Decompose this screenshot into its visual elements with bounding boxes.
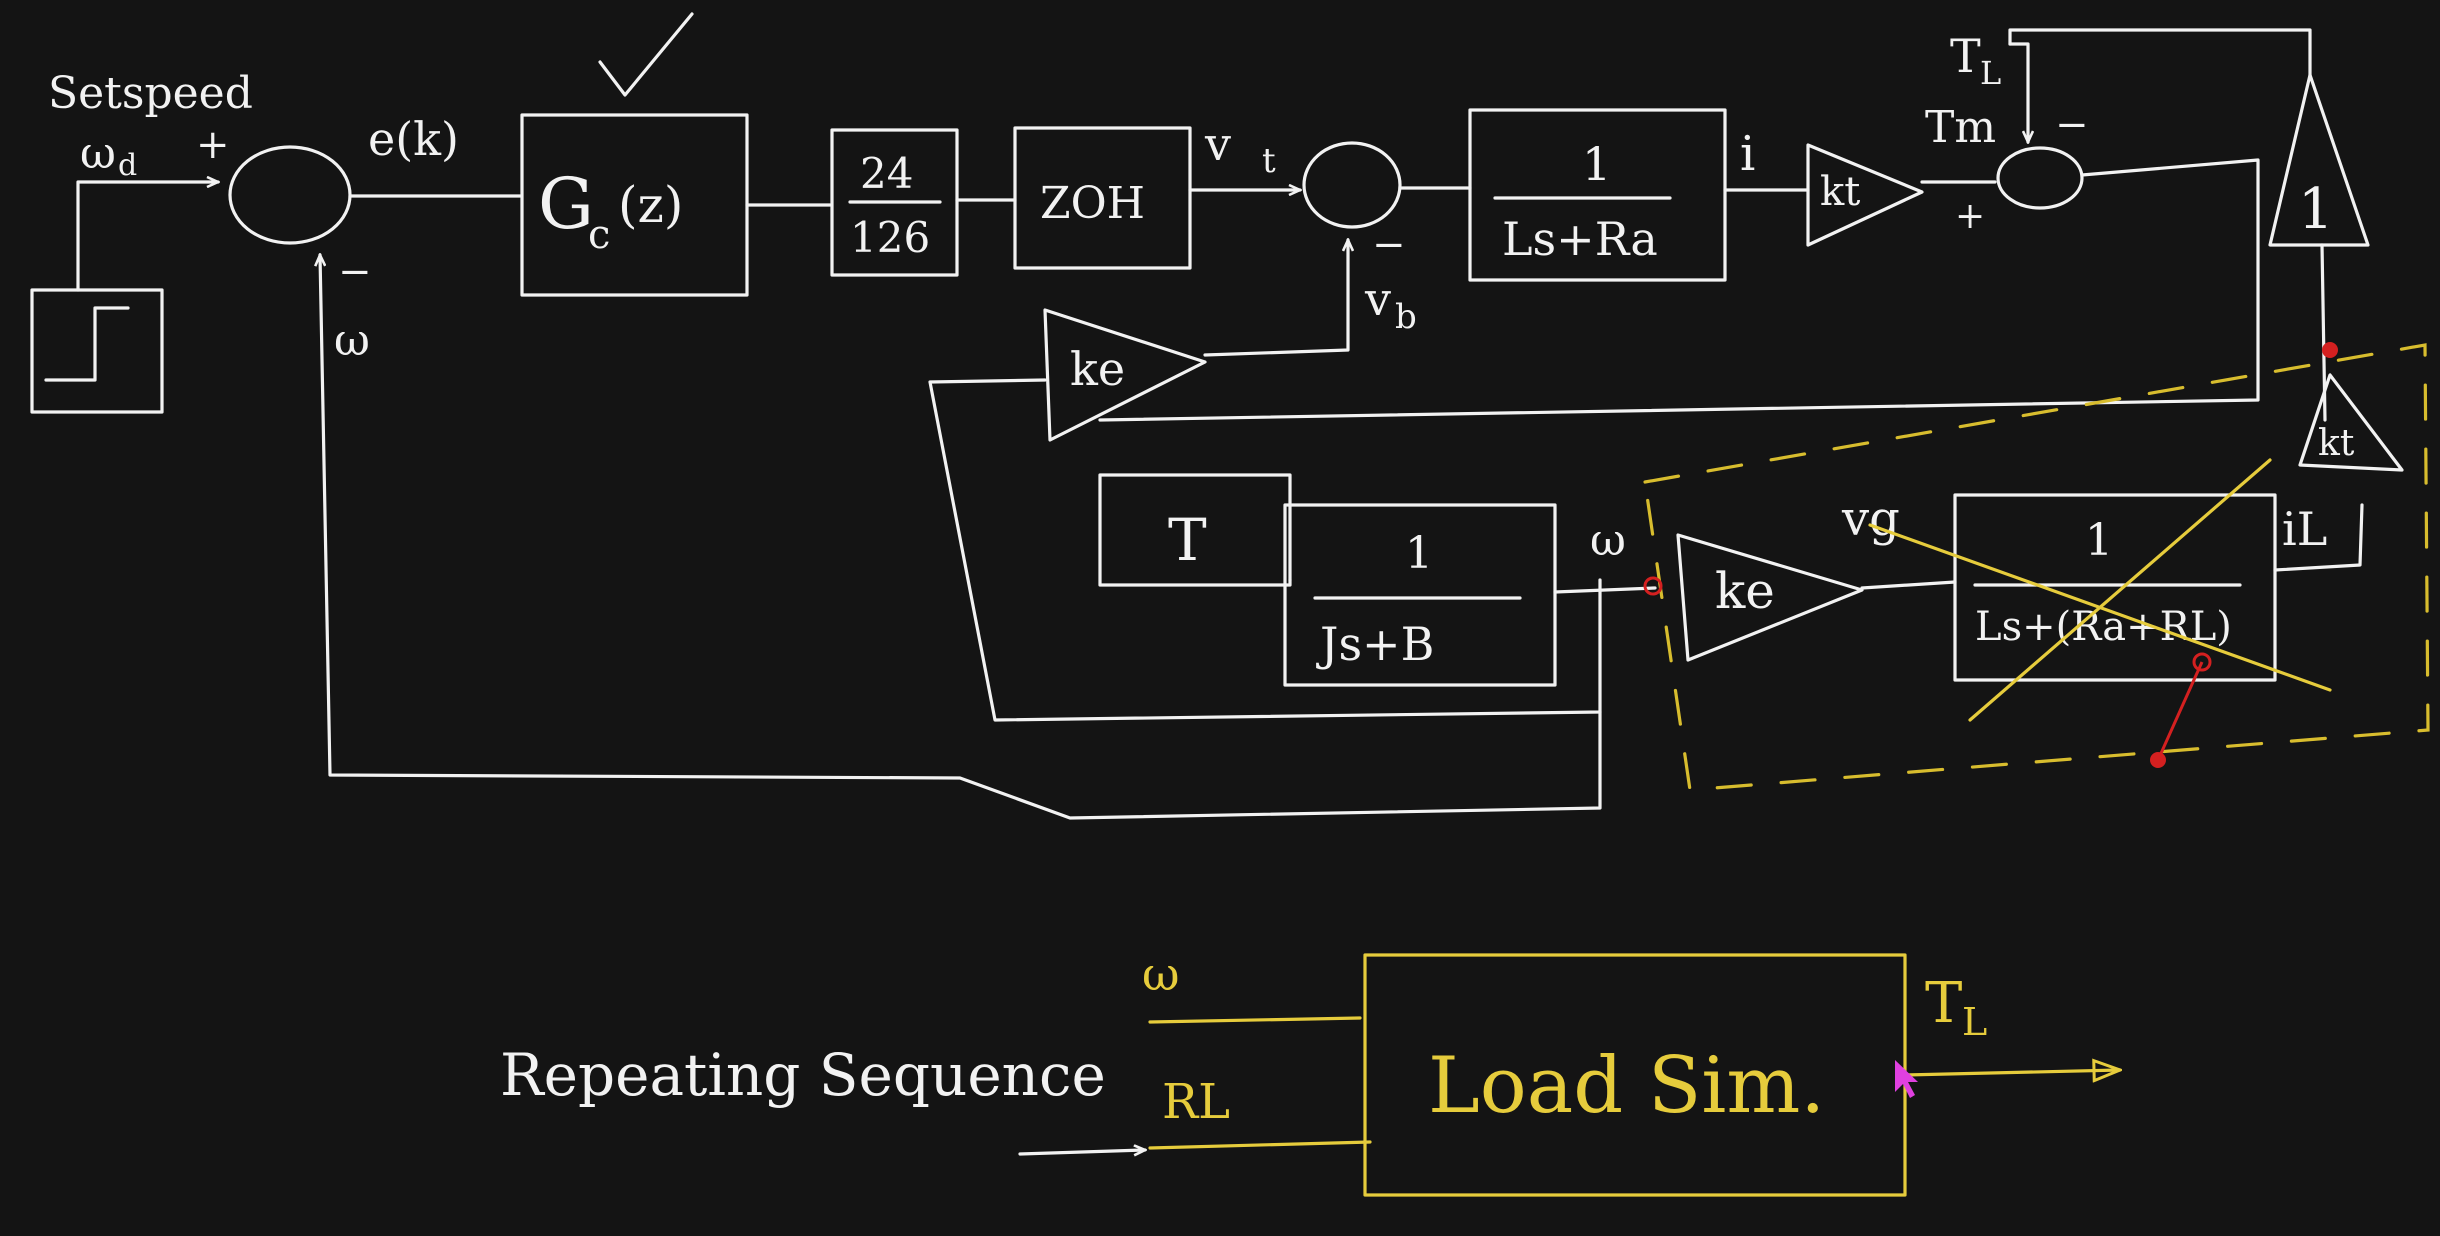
omega-d-label: ω <box>80 128 116 179</box>
ke-backemf-label: ke <box>1070 342 1125 396</box>
wire-omega-to-ke-backemf <box>928 378 1602 722</box>
electrical-denominator: Ls+Ra <box>1502 212 1658 266</box>
controller-symbol: G <box>538 163 594 245</box>
load-electrical-numerator: 1 <box>2085 515 2113 566</box>
controller-argument: (z) <box>618 176 683 234</box>
load-input-omega-wire <box>1148 1016 1362 1024</box>
sum1-minus-sign: − <box>338 249 372 295</box>
wire-speed-feedback <box>320 255 1602 820</box>
il-label: iL <box>2282 502 2327 556</box>
sum1-plus-sign: + <box>196 122 230 168</box>
wire-load-electrical-to-il <box>2273 503 2364 572</box>
step-source <box>30 288 164 414</box>
omega-d-subscript: d <box>118 148 137 183</box>
tm-label: Tm <box>1925 102 1996 153</box>
load-input-omega-label: ω <box>1142 947 1180 1001</box>
setspeed-label: Setspeed <box>48 68 253 119</box>
vt-label: v <box>1204 117 1231 171</box>
load-output-wire <box>1903 1070 2120 1075</box>
load-electrical-block <box>1953 493 2277 682</box>
load-output-label: T <box>1925 971 1962 1036</box>
ke-backemf-triangle <box>1043 308 1207 442</box>
t-label: T <box>1168 506 1207 574</box>
zoh-label: ZOH <box>1040 178 1145 229</box>
kt-label: kt <box>1820 169 1860 215</box>
mouse-cursor-icon <box>1895 1060 1918 1098</box>
zoh-block <box>1013 126 1192 270</box>
wire-ke-to-sum2 <box>1203 240 1348 357</box>
gain-numerator: 24 <box>860 149 913 198</box>
red-pointer-left <box>1643 576 1663 596</box>
vg-label: vg <box>1841 491 1900 547</box>
error-label: e(k) <box>368 112 459 166</box>
sum2-minus-sign: − <box>1372 222 1406 268</box>
tl-top-subscript: L <box>1980 54 2001 92</box>
mechanical-denominator: Js+B <box>1316 617 1434 671</box>
kt-load-label: kt <box>2318 423 2355 464</box>
wire-mech-to-omega <box>1553 586 1657 594</box>
load-electrical-denominator: Ls+(Ra+RL) <box>1975 604 2232 650</box>
repeating-sequence-label: Repeating Sequence <box>500 1041 1106 1109</box>
gain-block <box>830 128 959 277</box>
wire-tl-down-to-sum3 <box>2008 42 2028 142</box>
strike-line-2 <box>1968 458 2272 722</box>
vb-label: v <box>1364 272 1391 326</box>
wire-step-to-sum <box>76 182 218 292</box>
current-label: i <box>1740 126 1755 182</box>
kt-gain-triangle <box>1806 143 1924 247</box>
wire-sum3-right <box>1098 158 2260 422</box>
t-block <box>1098 473 1292 587</box>
load-input-rl-label: RL <box>1162 1074 1230 1130</box>
selection-dashed-box <box>1643 343 2430 792</box>
unity-gain-triangle <box>2268 73 2370 247</box>
wire-sequence-to-rl <box>1018 1150 1145 1154</box>
unity-label: 1 <box>2298 177 2334 242</box>
mechanical-numerator: 1 <box>1405 528 1433 579</box>
load-output-subscript: L <box>1962 1000 1987 1044</box>
sum3-plus-sign: + <box>1955 196 1985 237</box>
vb-subscript: b <box>1395 297 1417 337</box>
red-pointer-arrow <box>2156 661 2204 761</box>
electrical-block <box>1468 108 1727 282</box>
mechanical-block <box>1283 503 1557 687</box>
gain-denominator: 126 <box>850 213 930 262</box>
omega-output-label: ω <box>1590 515 1626 566</box>
load-input-rl-wire <box>1148 1140 1372 1150</box>
ke-load-triangle <box>1676 533 1864 662</box>
ke-load-label: ke <box>1715 562 1775 620</box>
summing-junction-voltage <box>1302 141 1402 229</box>
sum3-minus-sign: − <box>2055 102 2089 148</box>
red-pointer-top <box>2322 342 2338 358</box>
omega-feedback-label: ω <box>334 315 370 366</box>
electrical-numerator: 1 <box>1582 137 1611 191</box>
vt-subscript: t <box>1262 141 1276 181</box>
red-pointer-dot <box>2150 752 2166 768</box>
controller-subscript: c <box>588 212 610 258</box>
wire-tl-top-route <box>2008 28 2312 77</box>
summing-junction-speed <box>228 145 352 245</box>
kt-load-triangle <box>2298 373 2404 472</box>
check-mark <box>598 12 694 97</box>
load-sim-title: Load Sim. <box>1428 1041 1825 1131</box>
summing-junction-torque <box>1996 146 2084 210</box>
tl-top-label: T <box>1950 29 1981 83</box>
wire-ke-load-to-load-block <box>1860 580 1957 590</box>
red-pointer-ring <box>2192 652 2212 672</box>
